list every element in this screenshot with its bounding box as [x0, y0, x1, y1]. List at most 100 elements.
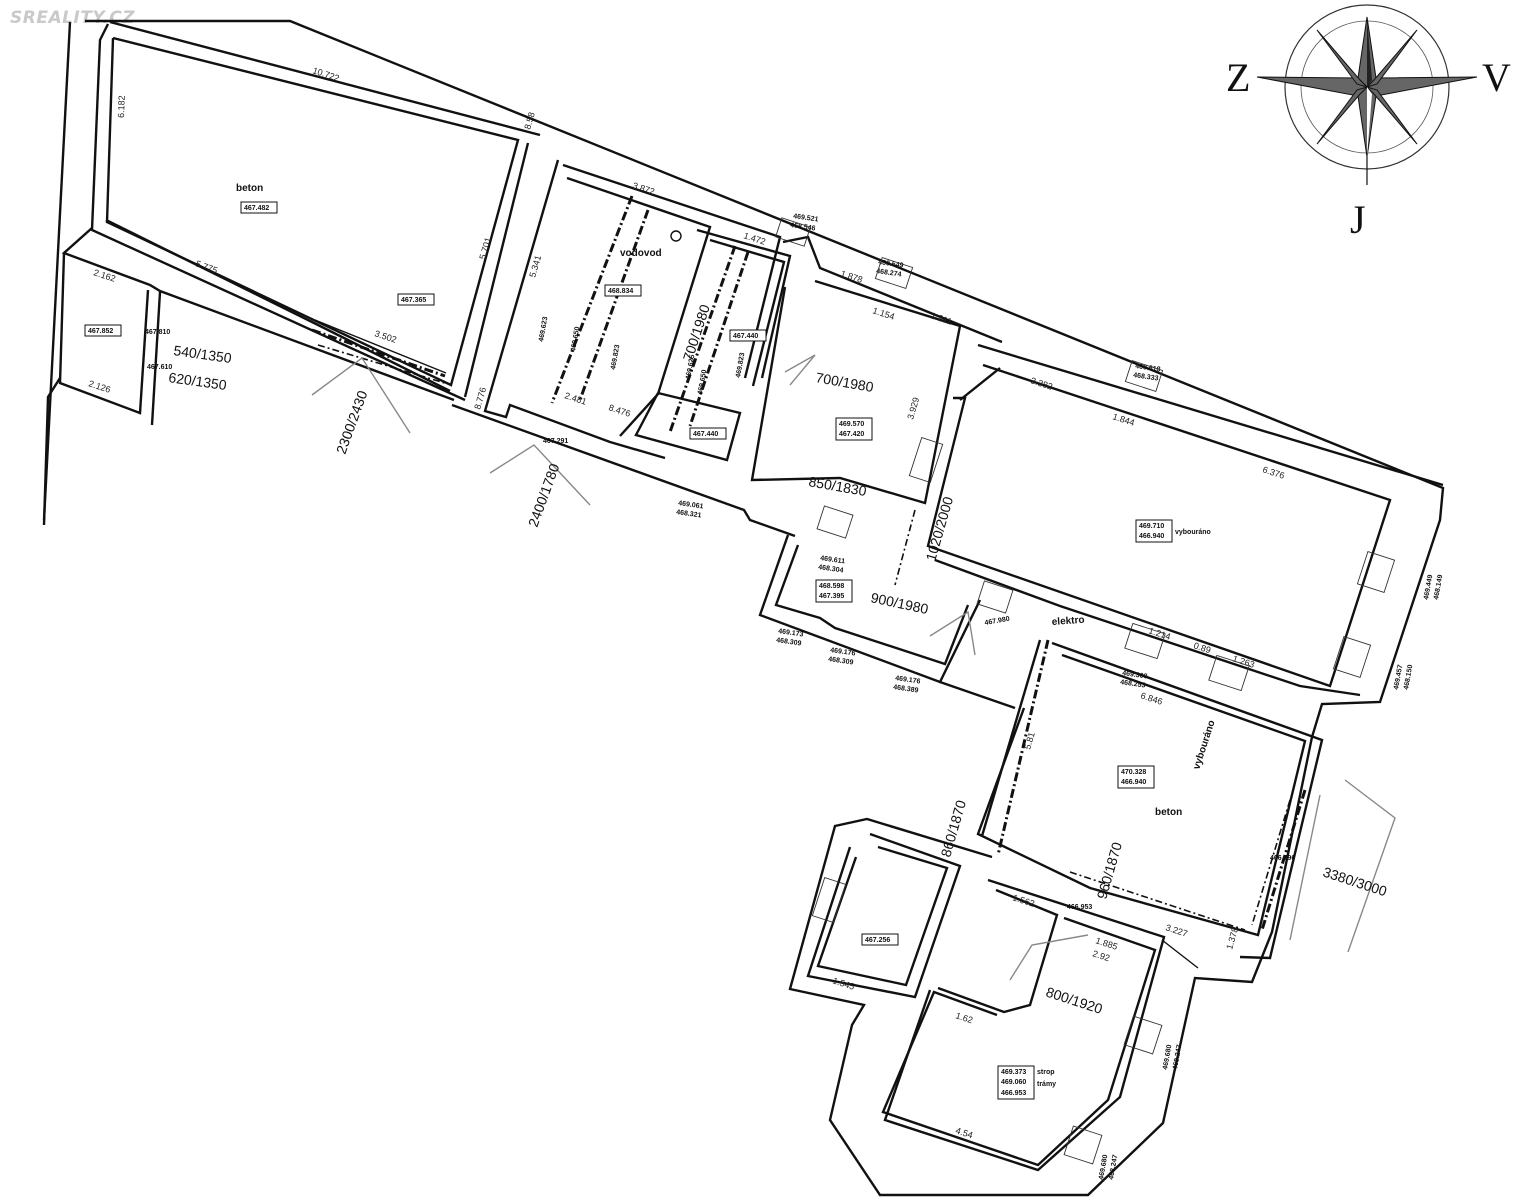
- height-marker: 467.440: [733, 333, 758, 340]
- dimension-label: 1.545: [831, 975, 856, 991]
- elevation-label: 469.176: [895, 675, 921, 685]
- dimension-label: 6.376: [1261, 464, 1286, 480]
- elevation-label: 469.618: [1135, 363, 1161, 373]
- dimension-label: 8.476: [607, 402, 632, 418]
- dimension-label: 5.701: [477, 236, 493, 260]
- dimension-label: 0.89: [1192, 640, 1212, 655]
- height-marker: 467.365: [401, 297, 426, 304]
- height-marker: 467.256: [865, 937, 890, 944]
- material-beton-label: beton: [1155, 807, 1182, 818]
- dimension-label: 2.92: [1091, 948, 1111, 963]
- elevation-label: 468.274: [876, 268, 902, 278]
- elevation-label: 468.321: [676, 509, 702, 519]
- elevation-label: 468.247: [1108, 1154, 1119, 1180]
- height-marker: 470.328: [1121, 769, 1146, 776]
- elevation-label: 468.546: [790, 222, 816, 232]
- height-marker: 469.570: [839, 421, 864, 428]
- material-beams-label: trámy: [1037, 1081, 1056, 1088]
- watermark: SREALITY.CZ: [10, 8, 136, 28]
- elevation-label: 468.247: [1172, 1044, 1183, 1070]
- dimension-label: 1.378: [1224, 926, 1240, 950]
- height-marker: 466.796: [1270, 855, 1295, 862]
- compass-rose-icon: Z V J: [1226, 4, 1511, 242]
- elevation-labels: 469.521 468.546 469.549 468.274 469.618 …: [145, 213, 1444, 1180]
- elevation-label: 469.449: [1423, 574, 1434, 600]
- dimension-label: 3.929: [905, 396, 921, 420]
- dimension-label: 3.502: [373, 328, 398, 344]
- compass-west-label: Z: [1226, 55, 1250, 100]
- dimension-label: 10.722: [311, 65, 340, 83]
- dimension-label: 6.846: [1139, 690, 1164, 706]
- height-markers: 467.482 467.365 467.852 468.834 467.440 …: [84, 201, 1295, 1100]
- elevation-label: 468.309: [776, 637, 802, 647]
- dimension-label: 6.182: [116, 95, 127, 118]
- height-marker: 466.940: [1121, 779, 1146, 786]
- elevation-label: 469.625: [685, 354, 696, 380]
- dimension-label: 1.62: [954, 1010, 974, 1025]
- height-marker: 467.291: [543, 438, 568, 445]
- door-dimension: 960/1870: [1094, 840, 1126, 901]
- elevation-label: 468.150: [1403, 664, 1414, 690]
- elevation-label: 468.389: [893, 684, 919, 694]
- dimension-label: 2.126: [87, 378, 112, 394]
- door-dimension: 3380/3000: [1321, 864, 1389, 900]
- dimension-label: 8.58: [522, 111, 536, 131]
- door-dimension: 700/1980: [814, 369, 874, 395]
- height-marker: 467.852: [88, 328, 113, 335]
- door-dimension: 2300/2430: [333, 388, 371, 456]
- material-electric-label: elektro: [1051, 615, 1084, 628]
- outer-walls: [42, 19, 1445, 1197]
- elevation-label: 469.650: [570, 326, 581, 352]
- dimension-label: 2.481: [563, 390, 588, 406]
- elevation-label: 469.680: [1162, 1044, 1173, 1070]
- elevation-label: 467.810: [145, 329, 170, 336]
- dimension-label: 5.81: [1022, 731, 1036, 751]
- dimension-label: 2.162: [92, 267, 117, 283]
- elevation-label: 468.304: [818, 564, 844, 574]
- door-dimension: 540/1350: [173, 342, 233, 366]
- height-marker: 469.373: [1001, 1069, 1026, 1076]
- elevation-label: 469.623: [538, 316, 549, 342]
- height-marker: 469.060: [1001, 1079, 1026, 1086]
- elevation-label: 469.650: [697, 369, 708, 395]
- dimension-label: 3.227: [1164, 922, 1189, 938]
- height-marker: 466.940: [1139, 533, 1164, 540]
- height-marker: 467.420: [839, 431, 864, 438]
- water-supply-icon: [670, 230, 682, 242]
- dimension-label: 1.878: [839, 268, 864, 284]
- door-dimension: 620/1350: [168, 369, 228, 393]
- elevation-label: 468.333: [1133, 372, 1159, 382]
- elevation-label: 468.309: [828, 656, 854, 666]
- elevation-label: 469.176: [830, 647, 856, 657]
- elevation-label: 469.680: [1098, 1154, 1109, 1180]
- elevation-label: 469.521: [793, 213, 819, 223]
- height-marker: 467.440: [693, 431, 718, 438]
- height-marker: 467.395: [819, 593, 844, 600]
- elevation-label: 467.980: [984, 616, 1010, 627]
- dimension-label: 3.872: [631, 180, 656, 196]
- height-marker: 468.834: [608, 288, 633, 295]
- elevation-label: 468.253: [1120, 679, 1146, 689]
- compass-east-label: V: [1482, 55, 1511, 100]
- window-marks: [775, 217, 1396, 1165]
- elevation-label: 469.300: [1122, 670, 1148, 680]
- elevation-label: 467.610: [147, 364, 172, 371]
- dimension-labels: 10.722 6.182 5.775 5.701 3.502 3.872 5.3…: [87, 65, 1286, 1140]
- door-dimension: 900/1980: [869, 589, 930, 617]
- height-marker: 466.953: [1001, 1090, 1026, 1097]
- dimension-label: 5.775: [194, 258, 219, 275]
- elevation-label: 469.061: [678, 500, 704, 510]
- height-marker: 469.710: [1139, 523, 1164, 530]
- door-dimension: 1020/2000: [923, 495, 957, 563]
- door-dimension: 2400/1780: [525, 461, 563, 529]
- compass-south-label: J: [1350, 197, 1366, 242]
- height-marker: 468.598: [819, 583, 844, 590]
- material-water-label: vodovod: [620, 248, 662, 259]
- elevation-label: 468.149: [1433, 574, 1444, 600]
- material-demolished-label: vybouráno: [1175, 529, 1211, 536]
- material-demolished-label: vybouráno: [1191, 719, 1217, 771]
- material-ceiling-label: strop: [1037, 1069, 1055, 1076]
- dimension-label: 1.211: [929, 310, 953, 326]
- dimension-label: 1.154: [871, 305, 896, 321]
